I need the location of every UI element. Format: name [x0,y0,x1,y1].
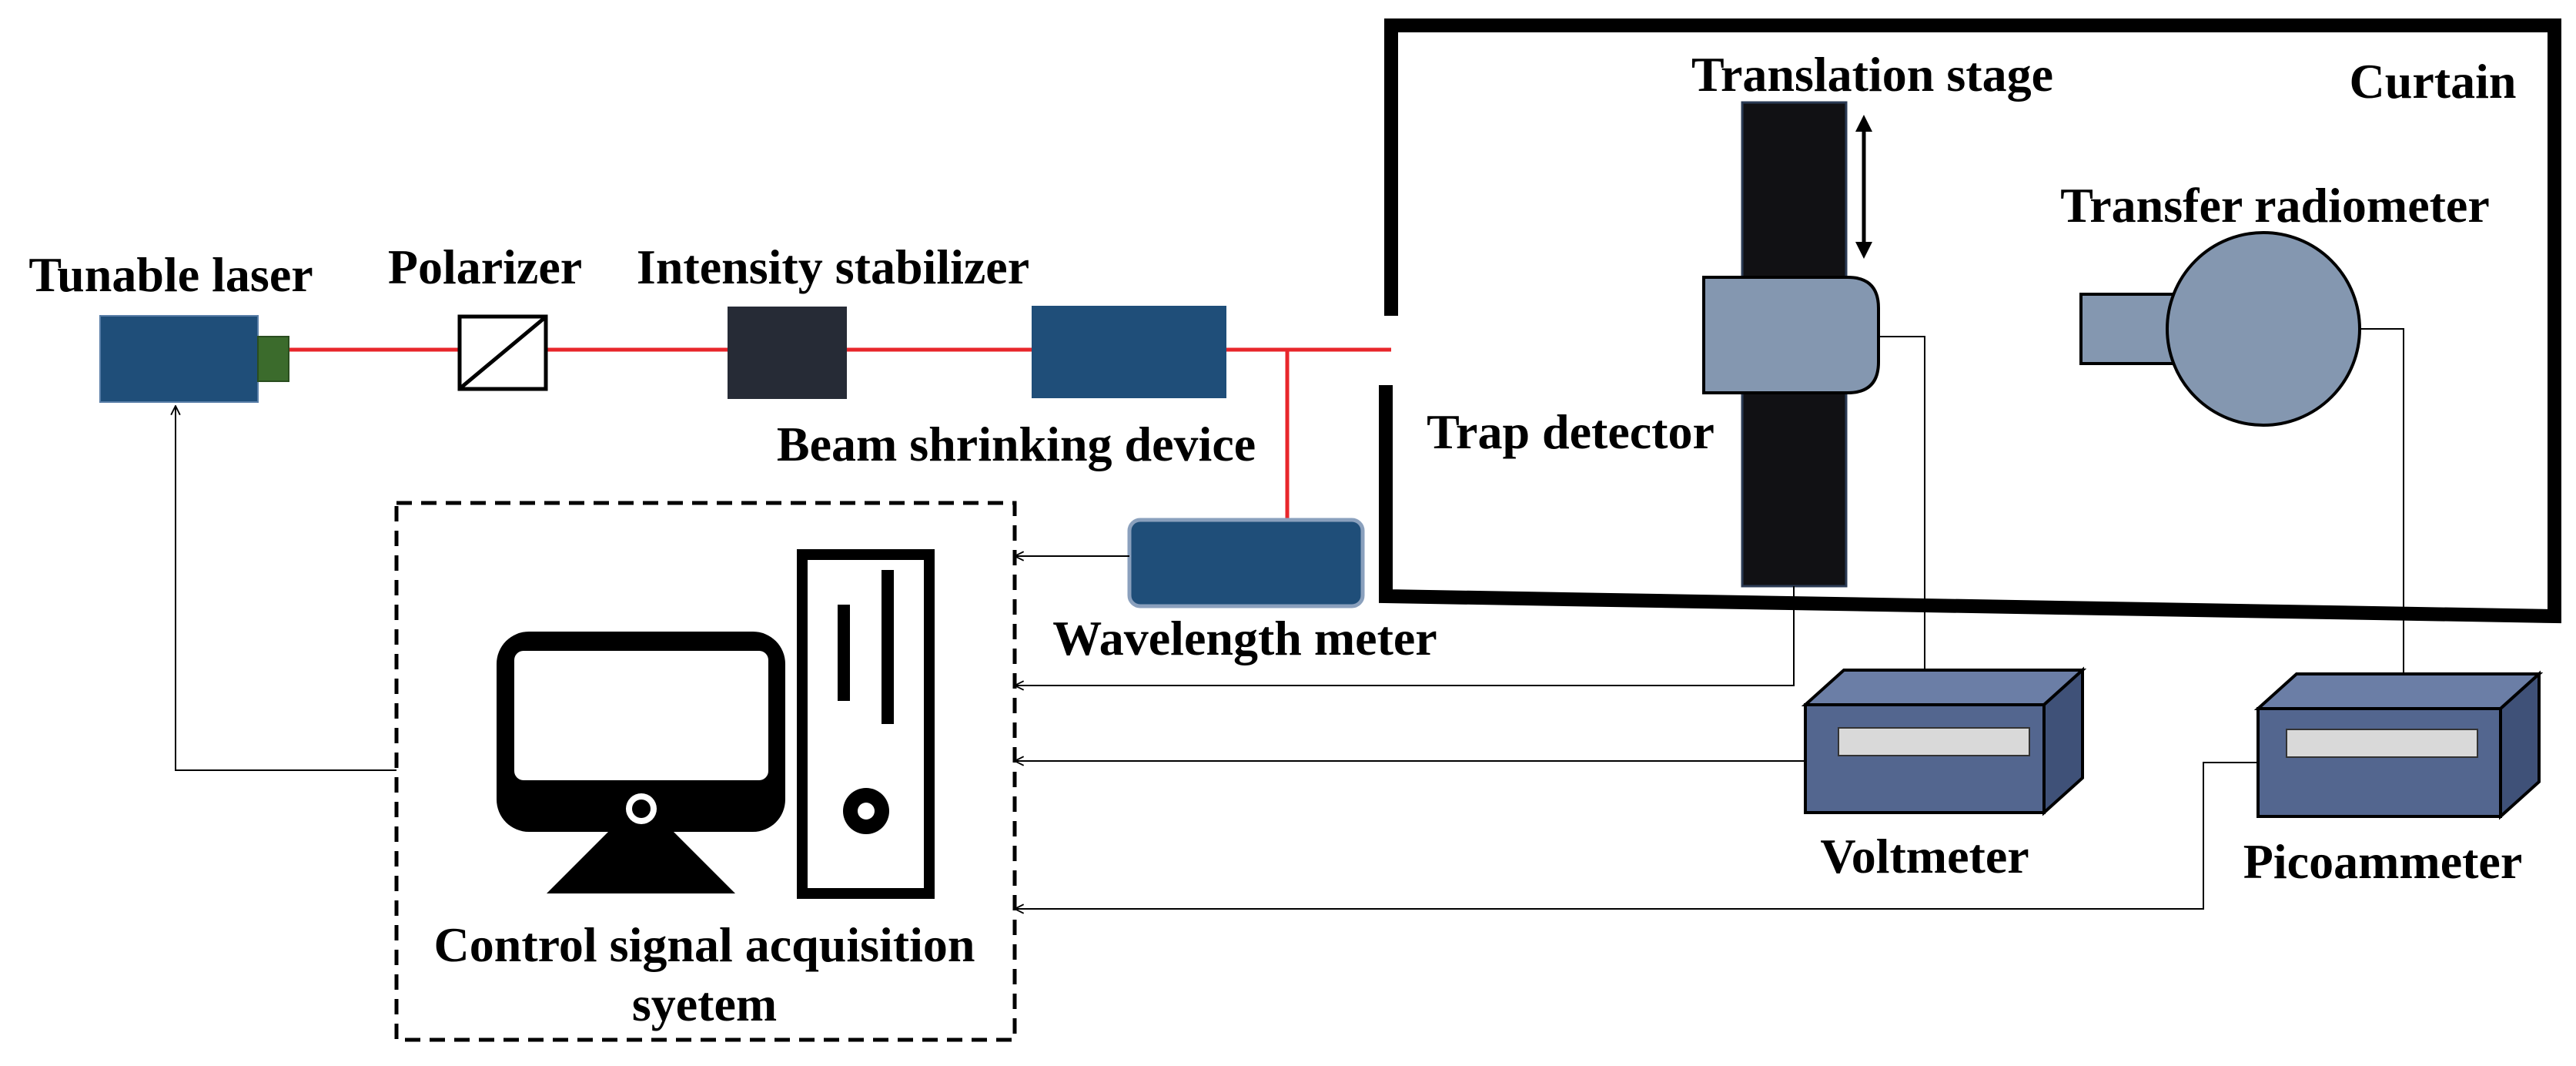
intensity-stabilizer [728,307,847,399]
control-system-label-line2: syetem [632,977,777,1031]
transfer-radiometer-label: Transfer radiometer [2060,178,2489,233]
computer-monitor-icon [497,632,785,893]
voltmeter-label: Voltmeter [1820,829,2029,883]
beam-shrinking-label: Beam shrinking device [777,417,1256,471]
signal-wires [176,328,2404,909]
wavelength-meter [1127,518,1365,608]
intensity-stabilizer-label: Intensity stabilizer [637,240,1029,294]
tunable-laser-label: Tunable laser [28,247,313,302]
control-system-boundary [394,501,1017,1042]
trap-detector [1702,276,1880,394]
wavelength-meter-label: Wavelength meter [1052,611,1437,665]
beam-shrinking-device [1032,306,1226,398]
polarizer [457,314,548,391]
control-system-label-line1: Control signal acquisition [434,917,975,972]
curtain-enclosure [1379,18,2561,624]
picoammeter-label: Picoammeter [2243,834,2522,889]
polarizer-label: Polarizer [388,240,582,294]
voltmeter [1801,666,2087,816]
tunable-laser [99,315,289,403]
trap-detector-label: Trap detector [1427,404,1715,459]
computer-tower-icon [797,549,935,899]
transfer-radiometer [2079,231,2361,427]
curtain-label: Curtain [2350,54,2517,109]
picoammeter [2253,670,2544,820]
translation-stage-label: Translation stage [1691,47,2053,102]
